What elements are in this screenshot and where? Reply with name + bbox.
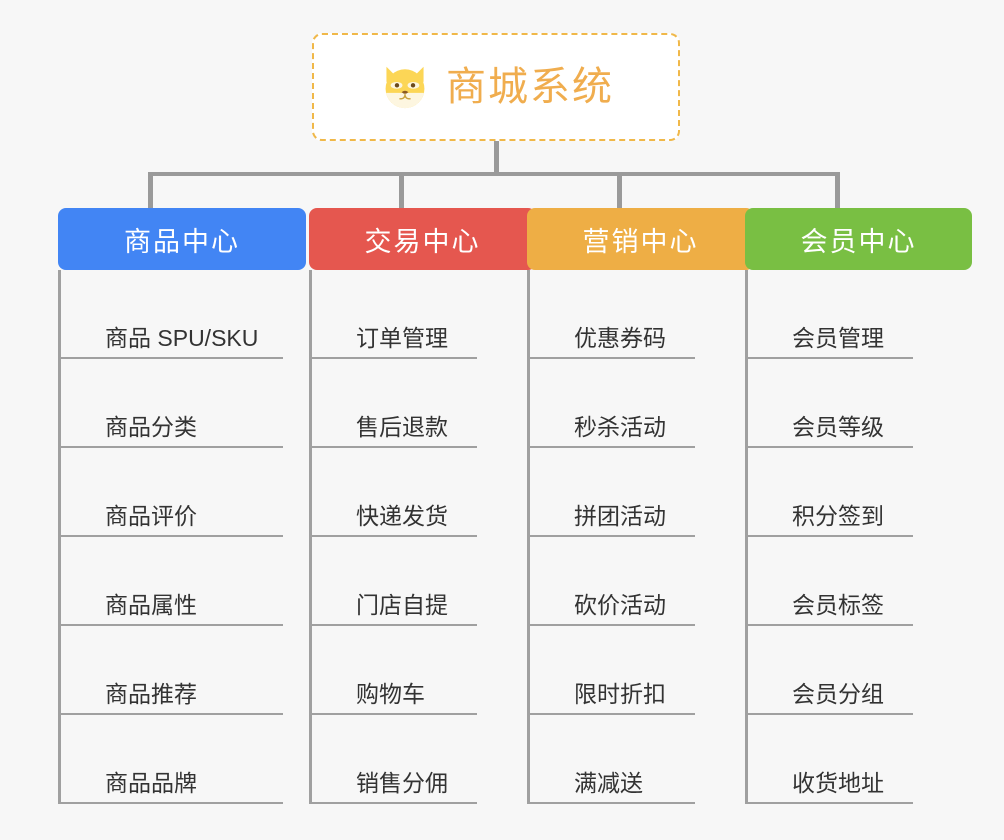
leaf-item[interactable]: 商品分类 <box>61 359 283 448</box>
leaf-label: 商品品牌 <box>105 769 197 796</box>
leaf-item[interactable]: 满减送 <box>530 715 695 804</box>
leaf-list-marketing-center: 优惠券码 秒杀活动 拼团活动 砍价活动 限时折扣 满减送 <box>527 270 754 804</box>
connector-drop-branch-1 <box>148 172 153 208</box>
leaf-label: 优惠券码 <box>574 324 666 351</box>
root-node-shop-system[interactable]: 商城系统 <box>312 33 680 141</box>
leaf-label: 销售分佣 <box>356 769 448 796</box>
branch-marketing-center: 营销中心 优惠券码 秒杀活动 拼团活动 砍价活动 限时折扣 满减送 <box>527 208 754 804</box>
branch-header-product-center[interactable]: 商品中心 <box>58 208 306 270</box>
leaf-item[interactable]: 订单管理 <box>312 270 477 359</box>
leaf-label: 售后退款 <box>356 413 448 440</box>
leaf-item[interactable]: 商品 SPU/SKU <box>61 270 283 359</box>
connector-drop-branch-4 <box>835 172 840 208</box>
leaf-item[interactable]: 秒杀活动 <box>530 359 695 448</box>
leaf-label: 商品 SPU/SKU <box>105 324 259 351</box>
leaf-item[interactable]: 购物车 <box>312 626 477 715</box>
leaf-item[interactable]: 商品评价 <box>61 448 283 537</box>
branch-title: 会员中心 <box>800 226 917 257</box>
root-title: 商城系统 <box>446 65 614 109</box>
branch-header-trade-center[interactable]: 交易中心 <box>309 208 536 270</box>
branch-member-center: 会员中心 会员管理 会员等级 积分签到 会员标签 会员分组 收货地址 <box>745 208 972 804</box>
branch-header-member-center[interactable]: 会员中心 <box>745 208 972 270</box>
leaf-item[interactable]: 商品品牌 <box>61 715 283 804</box>
leaf-label: 满减送 <box>574 769 643 796</box>
leaf-label: 商品评价 <box>105 502 197 529</box>
leaf-item[interactable]: 会员分组 <box>748 626 913 715</box>
leaf-item[interactable]: 会员标签 <box>748 537 913 626</box>
leaf-list-product-center: 商品 SPU/SKU 商品分类 商品评价 商品属性 商品推荐 商品品牌 <box>58 270 306 804</box>
leaf-label: 拼团活动 <box>574 502 666 529</box>
leaf-item[interactable]: 商品推荐 <box>61 626 283 715</box>
leaf-label: 商品分类 <box>105 413 197 440</box>
leaf-list-member-center: 会员管理 会员等级 积分签到 会员标签 会员分组 收货地址 <box>745 270 972 804</box>
leaf-item[interactable]: 会员等级 <box>748 359 913 448</box>
leaf-item[interactable]: 积分签到 <box>748 448 913 537</box>
leaf-label: 快递发货 <box>356 502 448 529</box>
branch-trade-center: 交易中心 订单管理 售后退款 快递发货 门店自提 购物车 销售分佣 <box>309 208 536 804</box>
leaf-item[interactable]: 会员管理 <box>748 270 913 359</box>
leaf-item[interactable]: 门店自提 <box>312 537 477 626</box>
leaf-label: 购物车 <box>356 680 425 707</box>
branch-product-center: 商品中心 商品 SPU/SKU 商品分类 商品评价 商品属性 商品推荐 商品品牌 <box>58 208 306 804</box>
leaf-item[interactable]: 优惠券码 <box>530 270 695 359</box>
leaf-label: 商品属性 <box>105 591 197 618</box>
leaf-item[interactable]: 售后退款 <box>312 359 477 448</box>
leaf-label: 收货地址 <box>792 769 884 796</box>
leaf-label: 积分签到 <box>792 502 884 529</box>
leaf-label: 限时折扣 <box>574 680 666 707</box>
leaf-label: 订单管理 <box>356 324 448 351</box>
branch-title: 交易中心 <box>364 226 481 257</box>
branch-header-marketing-center[interactable]: 营销中心 <box>527 208 754 270</box>
shiba-dog-face-icon <box>385 66 425 109</box>
leaf-item[interactable]: 拼团活动 <box>530 448 695 537</box>
leaf-label: 会员分组 <box>792 680 884 707</box>
leaf-label: 秒杀活动 <box>574 413 666 440</box>
leaf-item[interactable]: 限时折扣 <box>530 626 695 715</box>
leaf-item[interactable]: 收货地址 <box>748 715 913 804</box>
leaf-item[interactable]: 商品属性 <box>61 537 283 626</box>
branch-title: 商品中心 <box>124 226 240 257</box>
leaf-label: 会员等级 <box>792 413 884 440</box>
branch-title: 营销中心 <box>582 226 699 257</box>
leaf-label: 会员标签 <box>792 591 884 618</box>
leaf-label: 门店自提 <box>356 591 448 618</box>
leaf-item[interactable]: 销售分佣 <box>312 715 477 804</box>
connector-drop-branch-2 <box>399 172 404 208</box>
connector-root-stem <box>494 141 499 175</box>
leaf-label: 会员管理 <box>792 324 884 351</box>
leaf-label: 商品推荐 <box>105 680 197 707</box>
leaf-list-trade-center: 订单管理 售后退款 快递发货 门店自提 购物车 销售分佣 <box>309 270 536 804</box>
leaf-item[interactable]: 砍价活动 <box>530 537 695 626</box>
leaf-item[interactable]: 快递发货 <box>312 448 477 537</box>
connector-drop-branch-3 <box>617 172 622 208</box>
leaf-label: 砍价活动 <box>574 591 666 618</box>
connector-horizontal-bus <box>150 172 838 176</box>
